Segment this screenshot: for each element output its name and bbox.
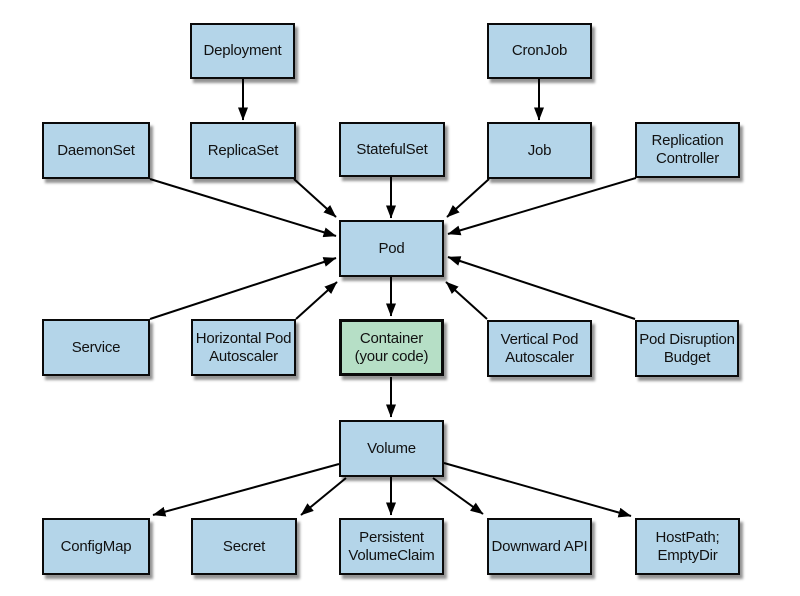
node-label-daemonset: DaemonSet bbox=[57, 141, 135, 159]
node-horizontal-pod-autoscaler: Horizontal Pod Autoscaler bbox=[191, 319, 296, 376]
node-volume: Volume bbox=[339, 420, 444, 477]
edge-daemonset-to-pod bbox=[149, 178, 337, 238]
node-vertical-pod-autoscaler: Vertical Pod Autoscaler bbox=[487, 320, 592, 377]
node-label-replication-controller: Replication Controller bbox=[651, 132, 724, 167]
node-label-replicaset: ReplicaSet bbox=[207, 141, 279, 159]
node-label-pod-disruption-budget: Pod Disruption Budget bbox=[639, 330, 735, 366]
node-daemonset: DaemonSet bbox=[42, 122, 150, 179]
edge-replication-controller-to-pod bbox=[447, 177, 637, 236]
node-label-service: Service bbox=[71, 338, 121, 356]
edge-replicaset-to-pod bbox=[293, 178, 337, 218]
node-replicaset: ReplicaSet bbox=[190, 122, 296, 179]
edge-volume-to-configmap bbox=[152, 463, 340, 517]
node-persistent-volumeclaim: Persistent VolumeClaim bbox=[339, 518, 444, 575]
node-label-job: Job bbox=[527, 141, 552, 159]
node-configmap: ConfigMap bbox=[42, 518, 150, 575]
edge-job-to-pod bbox=[446, 178, 490, 218]
node-hostpath-emptydir: HostPath; EmptyDir bbox=[635, 518, 740, 575]
node-deployment: Deployment bbox=[190, 23, 295, 79]
node-cronjob: CronJob bbox=[487, 23, 592, 79]
node-statefulset: StatefulSet bbox=[339, 122, 445, 177]
edge-volume-to-secret bbox=[300, 477, 347, 516]
node-container: Container (your code) bbox=[339, 319, 444, 376]
node-label-pod: Pod bbox=[378, 239, 405, 257]
node-label-hostpath-emptydir: HostPath; EmptyDir bbox=[655, 528, 720, 564]
node-label-horizontal-pod-autoscaler: Horizontal Pod Autoscaler bbox=[195, 329, 292, 365]
node-secret: Secret bbox=[191, 518, 297, 575]
edge-horizontal-pod-autoscaler-to-pod bbox=[295, 281, 338, 320]
node-label-volume: Volume bbox=[367, 439, 416, 457]
node-replication-controller: Replication Controller bbox=[635, 122, 740, 178]
node-label-configmap: ConfigMap bbox=[60, 537, 132, 555]
node-label-cronjob: CronJob bbox=[511, 42, 568, 60]
node-label-container: Container (your code) bbox=[354, 329, 429, 365]
node-service: Service bbox=[42, 319, 150, 376]
edge-service-to-pod bbox=[149, 257, 337, 320]
node-label-statefulset: StatefulSet bbox=[356, 140, 428, 158]
edge-volume-to-hostpath-emptydir bbox=[443, 462, 632, 518]
edge-vertical-pod-autoscaler-to-pod bbox=[445, 281, 488, 320]
node-downward-api: Downward API bbox=[487, 518, 592, 575]
node-pod-disruption-budget: Pod Disruption Budget bbox=[635, 320, 739, 377]
node-label-persistent-volumeclaim: Persistent VolumeClaim bbox=[348, 528, 435, 564]
edge-volume-to-downward-api bbox=[432, 477, 484, 515]
node-job: Job bbox=[487, 122, 592, 179]
node-label-secret: Secret bbox=[222, 537, 266, 555]
node-label-vertical-pod-autoscaler: Vertical Pod Autoscaler bbox=[500, 330, 579, 366]
node-label-downward-api: Downward API bbox=[491, 537, 588, 555]
node-label-deployment: Deployment bbox=[203, 42, 282, 60]
node-pod: Pod bbox=[339, 220, 444, 277]
edge-pod-disruption-budget-to-pod bbox=[447, 256, 636, 320]
